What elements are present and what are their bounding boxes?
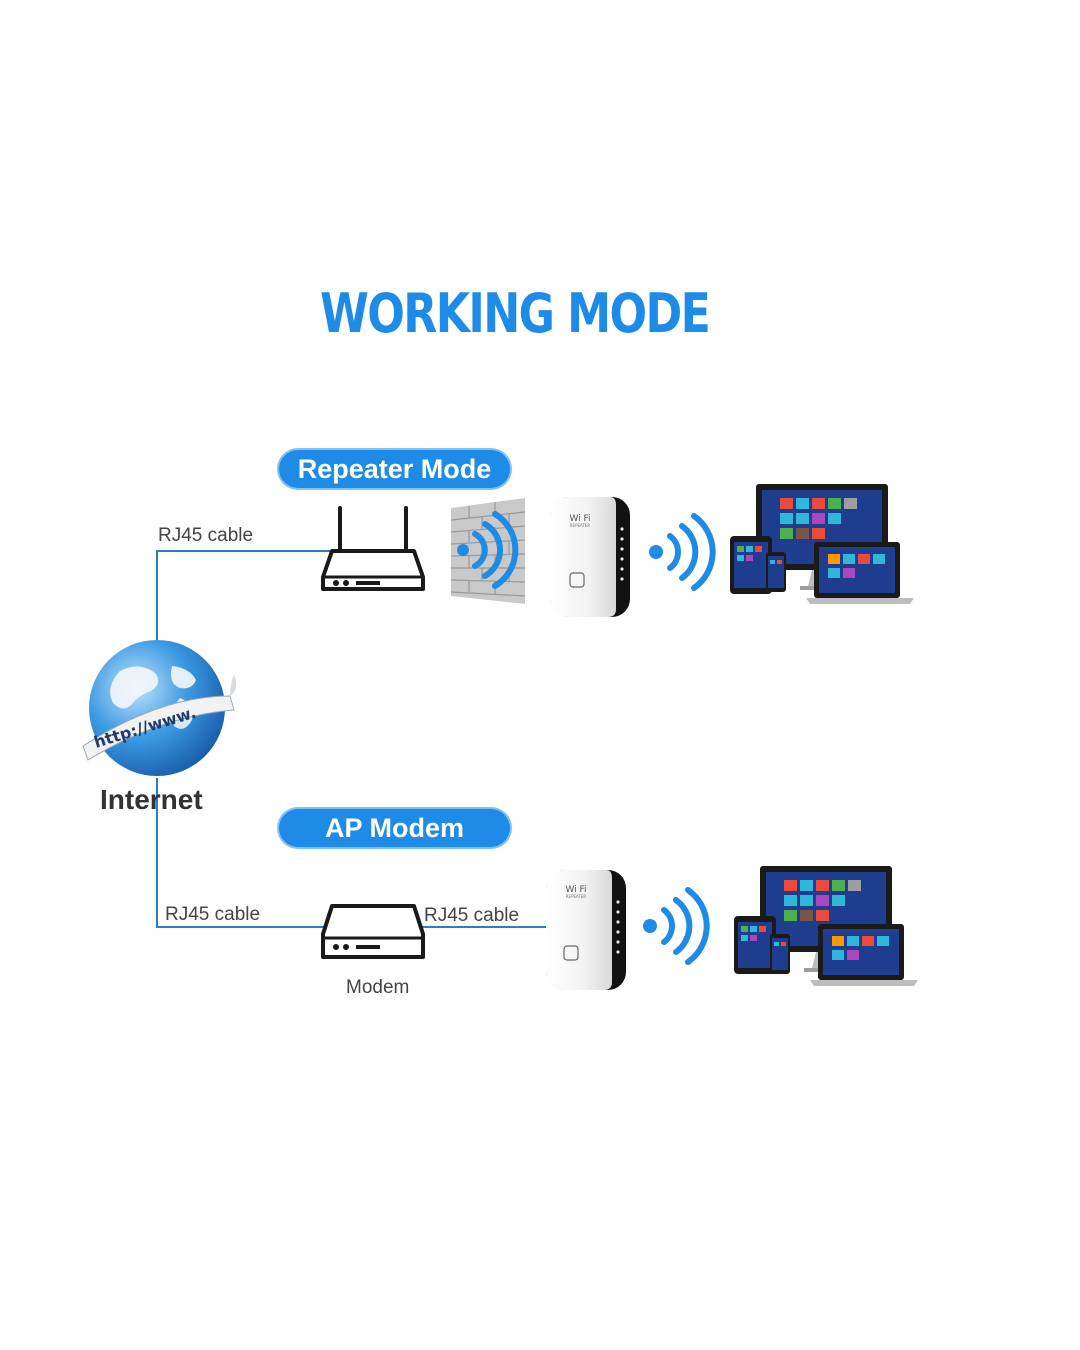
rj45-cable-label-repeater: RJ45 cable (158, 525, 254, 546)
repeater-brand-text-ap: Wi Fi (565, 885, 586, 895)
wifi-signal-icon-ap (643, 887, 710, 965)
router-icon (321, 506, 425, 591)
devices-icon-ap (734, 866, 918, 986)
repeater-mode-badge: Repeater Mode (279, 450, 510, 488)
modem-icon (321, 904, 425, 959)
wifi-repeater-icon-ap: Wi Fi REPEATER (546, 870, 626, 990)
modem-label: Modem (346, 977, 410, 998)
ap-modem-badge: AP Modem (279, 809, 510, 847)
repeater-mode-label: Repeater Mode (297, 454, 492, 484)
page-title: WORKING MODE (320, 282, 711, 345)
wifi-repeater-icon: Wi Fi REPEATER (550, 497, 630, 617)
repeater-brand-text: Wi Fi (569, 514, 590, 524)
brick-wall-icon (450, 498, 526, 604)
cable-repeater-line (156, 550, 330, 640)
rj45-cable-label-ap-right: RJ45 cable (424, 905, 520, 926)
repeater-sub-text: REPEATER (570, 523, 591, 528)
rj45-cable-label-ap-left: RJ45 cable (165, 904, 261, 925)
internet-label: Internet (100, 784, 203, 815)
repeater-sub-text-ap: REPEATER (566, 894, 587, 899)
ap-modem-label: AP Modem (324, 813, 465, 843)
wifi-signal-icon (649, 513, 716, 591)
cable-ap-line-left (156, 778, 325, 928)
devices-icon (730, 484, 914, 604)
globe-icon: http://www. (82, 640, 237, 776)
